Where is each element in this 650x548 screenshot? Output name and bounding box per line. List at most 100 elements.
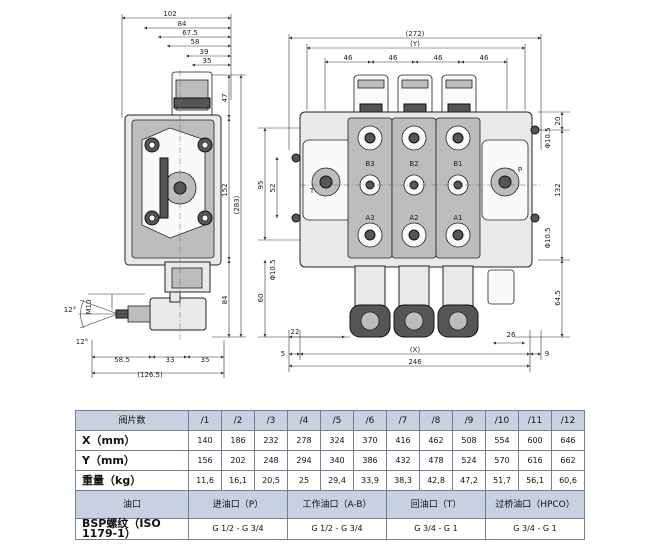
side-dim-bottom-2: 35 [201,356,210,364]
table-cell: 416 [386,430,420,451]
front-dims-bottom: 22 26 5 (X) 246 9 [281,328,549,372]
header-col: /7 [386,410,420,431]
front-dim-right-3: Φ10.5 [544,227,552,248]
front-dim-top-1: (Y) [410,40,420,48]
port-label-a3: A3 [365,214,374,222]
header-col: /2 [221,410,255,431]
front-dim-bottom-4: 246 [408,358,422,366]
header-col: /10 [485,410,519,431]
side-dim-top-3: 58 [191,38,200,46]
bsp-value-p: G 1/2 - G 3/4 [188,518,288,540]
table-row-y: Y（mm） 156 202 248 294 340 386 432 478 52… [75,450,585,471]
header-col: /5 [320,410,354,431]
side-body [115,70,222,340]
table-row-x: X（mm） 140 186 232 278 324 370 416 462 50… [75,430,585,451]
table-cell: 38,3 [386,470,420,491]
bsp-value-hpco: G 3/4 - G 1 [485,518,585,540]
side-dim-top-2: 67.5 [182,29,198,37]
side-dim-top-4: 39 [200,48,209,56]
table-cell: 42,8 [419,470,453,491]
table-cell: 11,6 [188,470,222,491]
side-view: 102 84 67.5 58 39 35 [64,10,246,379]
table-cell: 370 [353,430,387,451]
port-label-a1: A1 [453,214,462,222]
spec-table: 阀片数 /1 /2 /3 /4 /5 /6 /7 /8 /9 /10 /11 /… [75,410,585,540]
table-cell: 29,4 [320,470,354,491]
table-cell: 554 [485,430,519,451]
header-col: /11 [518,410,552,431]
front-dim-left-3: 60 [257,294,265,303]
table-row-ports: 油口 进油口（P） 工作油口（A-B） 回油口（T） 过桥油口（HPCO） [75,490,585,519]
table-cell: 524 [452,450,486,471]
valve-technical-drawing: 102 84 67.5 58 39 35 [64,10,570,379]
side-dim-bottom-0: 58.5 [114,356,130,364]
table-row-weight: 重量（kg） 11,6 16,1 20,5 25 29,4 33,9 38,3 … [75,470,585,491]
front-dim-left-2: Φ10.5 [269,259,277,280]
table-cell: 156 [188,450,222,471]
front-dim-bottom-1: 26 [507,331,516,339]
table-cell: 25 [287,470,321,491]
bsp-value-ab: G 1/2 - G 3/4 [287,518,387,540]
port-label-a2: A2 [409,214,418,222]
side-dim-top-1: 84 [178,20,187,28]
side-dim-bottom-3: (126.5) [137,371,163,379]
table-cell: 462 [419,430,453,451]
side-dims-right: 47 152 (283) 84 [212,74,246,338]
side-angle-1: 12° [76,338,88,346]
side-angle-0: 12° [64,306,76,314]
table-cell: 386 [353,450,387,471]
table-cell: 432 [386,450,420,471]
port-label-b1: B1 [453,160,462,168]
table-cell: 51,7 [485,470,519,491]
port-group-t: 回油口（T） [386,490,486,519]
table-cell: 478 [419,450,453,471]
front-dim-top-0: (272) [406,30,425,38]
table-cell: 140 [188,430,222,451]
table-cell: 324 [320,430,354,451]
front-dim-bottom-3: (X) [410,346,421,354]
table-cell: 278 [287,430,321,451]
header-col: /8 [419,410,453,431]
table-header-row: 阀片数 /1 /2 /3 /4 /5 /6 /7 /8 /9 /10 /11 /… [75,410,585,431]
header-label: 阀片数 [75,410,189,431]
side-dim-right-3: 84 [221,295,229,304]
side-dim-bottom-1: 33 [166,356,175,364]
table-cell: 33,9 [353,470,387,491]
front-dim-right-2: 132 [554,183,562,196]
side-dim-right-1: 152 [221,183,229,196]
table-cell: 646 [551,430,585,451]
front-dim-left-1: 52 [269,184,277,193]
header-col: /1 [188,410,222,431]
side-dim-top-0: 102 [163,10,176,18]
row-label: 重量（kg） [75,470,189,491]
front-dim-right-4: 64.5 [554,290,562,306]
header-col: /12 [551,410,585,431]
front-dims-top: (272) (Y) 46 46 46 46 [288,30,542,150]
header-col: /6 [353,410,387,431]
front-dim-bottom-5: 9 [545,350,549,358]
table-cell: 294 [287,450,321,471]
table-row-bsp: BSP螺纹（ISO 1179-1） G 1/2 - G 3/4 G 1/2 - … [75,518,585,540]
front-dim-top-3: 46 [389,54,398,62]
table-cell: 616 [518,450,552,471]
side-thread-label: M10 [85,300,93,315]
front-body [291,74,540,338]
table-cell: 248 [254,450,288,471]
bsp-value-t: G 3/4 - G 1 [386,518,486,540]
table-cell: 186 [221,430,255,451]
port-label-p: P [518,166,522,174]
side-dims-bottom: 58.5 33 35 (126.5) [91,340,225,379]
table-cell: 600 [518,430,552,451]
table-cell: 60,6 [551,470,585,491]
table-cell: 662 [551,450,585,471]
front-dim-left-0: 95 [257,181,265,190]
table-cell: 56,1 [518,470,552,491]
front-dim-top-2: 46 [344,54,353,62]
port-group-p: 进油口（P） [188,490,288,519]
front-dim-bottom-0: 22 [291,328,300,336]
front-dim-bottom-2: 5 [281,350,285,358]
row-label: X（mm） [75,430,189,451]
table-cell: 16,1 [221,470,255,491]
table-cell: 508 [452,430,486,451]
table-cell: 202 [221,450,255,471]
